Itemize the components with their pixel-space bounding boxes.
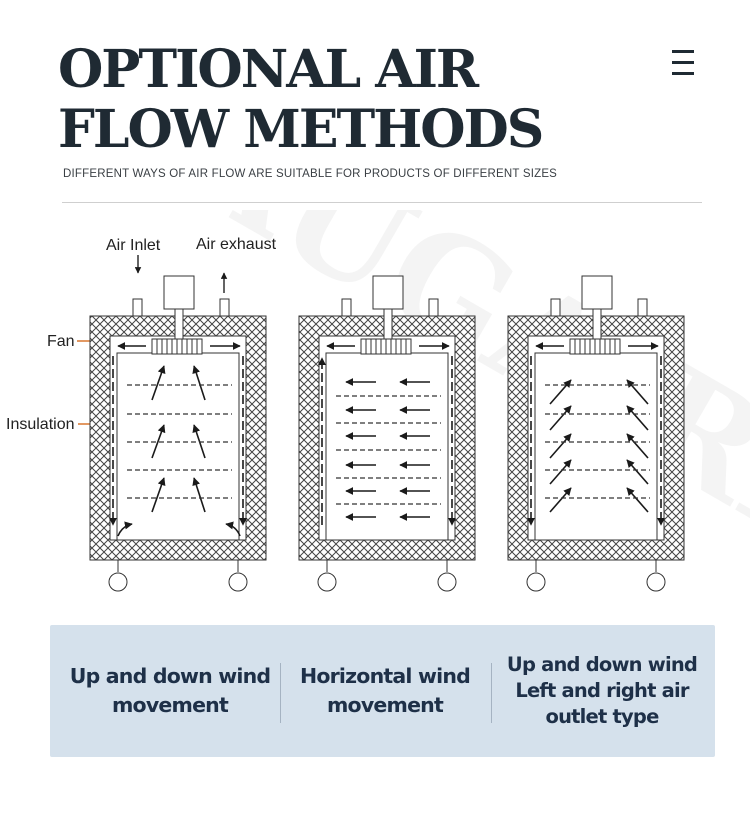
menu-icon[interactable] xyxy=(672,50,694,76)
insulation-label: Insulation xyxy=(6,416,75,433)
air-exhaust-label: Air exhaust xyxy=(196,236,277,253)
oven-side-outlet xyxy=(507,275,685,592)
separator xyxy=(280,663,281,723)
page-title: OPTIONAL AIR FLOW METHODS xyxy=(58,39,544,160)
title-line-2: FLOW METHODS xyxy=(58,99,544,160)
subtitle: DIFFERENT WAYS OF AIR FLOW ARE SUITABLE … xyxy=(63,168,558,180)
separator xyxy=(491,663,492,723)
method-updown-label: Up and down wind movement xyxy=(69,664,271,717)
method-horizontal-label: Horizontal wind movement xyxy=(299,664,471,717)
air-inlet-label: Air Inlet xyxy=(106,237,161,254)
oven-updown xyxy=(89,275,267,592)
airflow-diagrams: AUGAIRE Air Inlet Air exhaust Fan Insula… xyxy=(6,210,750,592)
motor-icon xyxy=(163,275,195,310)
motor-icon xyxy=(581,275,613,310)
methods-panel: Up and down wind movement Horizontal win… xyxy=(50,625,715,757)
divider xyxy=(62,202,702,203)
motor-icon xyxy=(372,275,404,310)
oven-horizontal xyxy=(298,275,476,592)
title-line-1: OPTIONAL AIR xyxy=(58,39,479,100)
method-side-outlet-label: Up and down wind Left and right air outl… xyxy=(506,653,698,728)
fan-label: Fan xyxy=(47,333,75,350)
